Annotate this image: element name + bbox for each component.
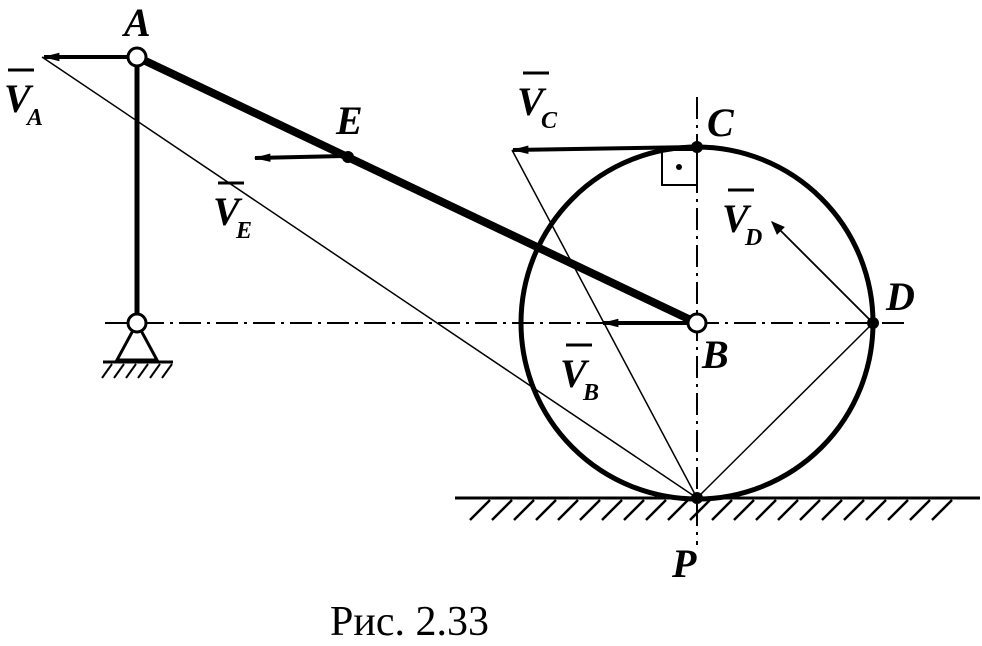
ground-hatching	[469, 499, 953, 521]
construction-line-a	[41, 56, 698, 499]
vector-label-d: V D	[722, 188, 762, 251]
pin-support	[114, 319, 160, 362]
svg-text:V: V	[4, 76, 34, 121]
right-angle-dot	[676, 164, 682, 170]
label-c: C	[707, 100, 735, 145]
right-angle-marker	[661, 149, 698, 186]
vector-label-e: V E	[213, 181, 252, 244]
svg-text:V: V	[722, 196, 752, 241]
label-p: P	[671, 541, 697, 586]
point-d	[867, 317, 879, 329]
svg-text:V: V	[213, 189, 243, 234]
svg-text:A: A	[25, 105, 43, 131]
velocity-d-arrow	[771, 221, 874, 324]
construction-line-d	[696, 322, 874, 499]
point-e	[342, 151, 354, 163]
label-e: E	[335, 98, 363, 143]
joint-b	[686, 312, 708, 334]
svg-text:B: B	[582, 380, 599, 406]
joint-a	[126, 46, 148, 68]
vector-label-a: V A	[4, 68, 43, 131]
svg-text:V: V	[560, 351, 590, 396]
point-p	[691, 492, 703, 504]
velocity-c-arrow	[511, 145, 698, 154]
point-c	[691, 141, 703, 153]
vector-label-c: V C	[517, 71, 558, 134]
svg-text:V: V	[517, 79, 547, 124]
label-d: D	[885, 274, 915, 319]
joint-o	[126, 312, 148, 334]
label-b: B	[701, 332, 729, 377]
connecting-rod	[135, 53, 699, 327]
svg-text:C: C	[541, 108, 558, 134]
svg-text:E: E	[235, 218, 252, 244]
support-hatching	[101, 363, 173, 379]
vector-label-b: V B	[560, 343, 599, 406]
velocity-e-arrow	[253, 153, 345, 162]
svg-text:D: D	[744, 225, 762, 251]
label-a: A	[121, 0, 151, 45]
figure-caption: Рис. 2.33	[330, 599, 489, 645]
